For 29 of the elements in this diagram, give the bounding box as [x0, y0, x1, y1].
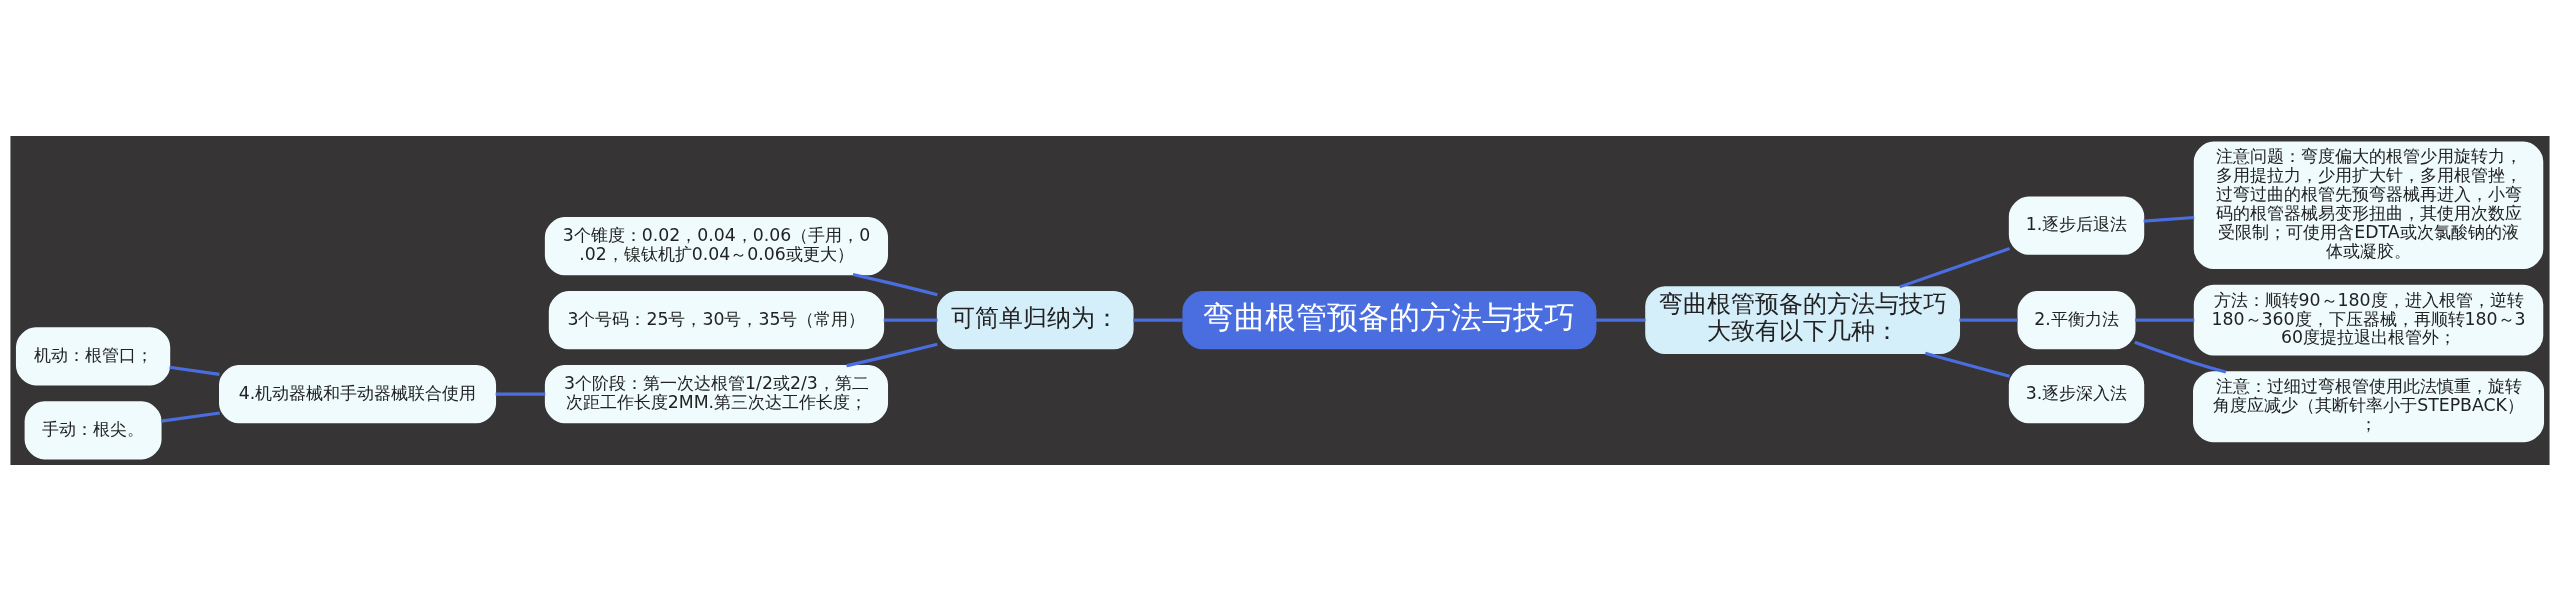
node-box: 注意问题：弯度偏大的根管少用旋转力，多用提拉力，少用扩大针，多用根管挫，过弯过曲的根管先预弯器械再进入，小弯码的根管器械易变形扭曲，其使用次数应受限制；可使用含EDTA或次氯酸钠的液体或凝胶。: [2193, 141, 2544, 269]
node-box: 注意：过细过弯根管使用此法慎重，旋转角度应减少（其断针率小于STEPBACK）；: [2193, 371, 2545, 443]
connector: [852, 273, 938, 297]
connector: [1924, 351, 2010, 378]
connector: [2143, 215, 2195, 223]
connector: [1596, 318, 1646, 322]
node-box: 3.逐步深入法: [2008, 365, 2145, 424]
connector: [1899, 247, 2011, 289]
connector: [2135, 318, 2195, 322]
connector: [2134, 340, 2227, 374]
connector: [161, 411, 220, 423]
node-box: 机动：根管口；: [15, 327, 171, 386]
node-box: 3个锥度：0.02，0.04，0.06（手用，0.02，镍钛机扩0.04～0.06或更大）: [544, 217, 889, 276]
node-box: 2.平衡力法: [2017, 291, 2136, 350]
node-box: 3个阶段：第一次达根管1/2或2/3，第二次距工作长度2MM.第三次达工作长度；: [544, 365, 889, 424]
connector: [1133, 318, 1183, 322]
node-box: 3个号码：25号，30号，35号（常用）: [548, 291, 885, 350]
node-box: 可简单归纳为：: [936, 291, 1134, 350]
node-box: 方法：顺转90～180度，进入根管，逆转180～360度，下压器械，再顺转180～360度提拉退出根管外；: [2193, 284, 2544, 356]
connector: [495, 392, 546, 396]
node-box: 弯曲根管预备的方法与技巧: [1182, 291, 1597, 350]
node-box: 手动：根尖。: [24, 401, 162, 460]
connector: [846, 342, 938, 368]
connector: [1959, 318, 2018, 322]
node-box: 弯曲根管预备的方法与技巧大致有以下几种：: [1645, 286, 1961, 354]
node-box: 4.机动器械和手动器械联合使用: [219, 365, 497, 424]
connector: [169, 365, 220, 376]
connector: [883, 318, 938, 322]
node-box: 1.逐步后退法: [2008, 196, 2145, 255]
